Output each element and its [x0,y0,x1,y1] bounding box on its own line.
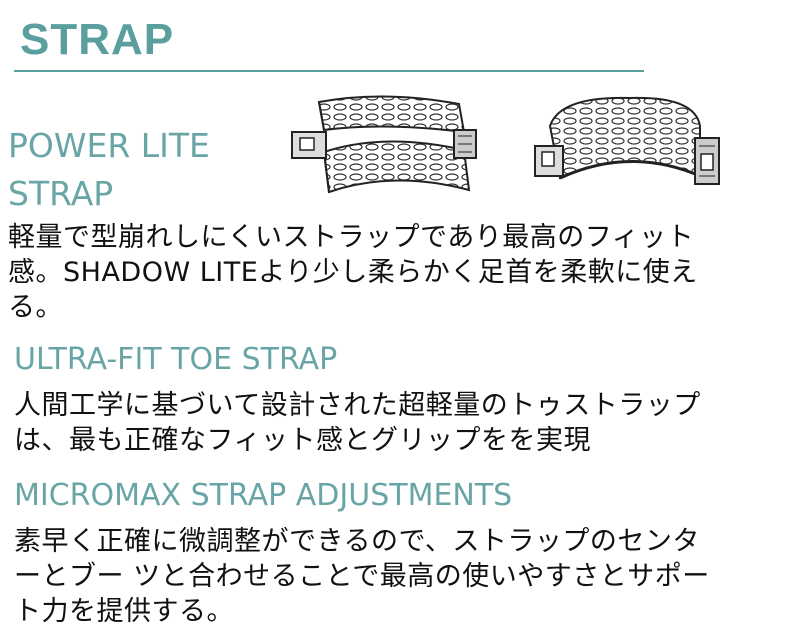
power-lite-strap-description: 軽量で型崩れしにくいストラップであり最高のフィット 感。SHADOW LITEよ… [8,220,793,325]
power-lite-strap-heading-line1: POWER LITE [8,126,210,165]
description-line: ト力を提供する。 [14,596,234,627]
description-line: る。 [8,292,63,323]
description-line: ーとブー ツと合わせることで最高の使いやすさとサポー [14,561,710,592]
power-lite-strap-heading-line2: STRAP [8,174,114,213]
description-line: 人間工学に基づいて設計された超軽量のトゥストラップ [14,390,701,421]
micromax-strap-adjustments-heading: MICROMAX STRAP ADJUSTMENTS [14,478,513,513]
strap-front-image [291,95,477,194]
description-line: 素早く正確に微調整ができるので、ストラップのセンタ [14,526,700,557]
strap-side-image [534,96,720,185]
micromax-strap-adjustments-description: 素早く正確に微調整ができるので、ストラップのセンタ ーとブー ツと合わせることで… [14,524,794,629]
description-line: は、最も正確なフィット感とグリップをを実現 [14,425,591,456]
ultra-fit-toe-strap-heading: ULTRA-FIT TOE STRAP [14,342,338,377]
section-title: STRAP [20,15,175,64]
description-line: 感。SHADOW LITEより少し柔らかく足首を柔軟に使え [8,257,698,288]
title-divider [14,70,644,72]
ultra-fit-toe-strap-description: 人間工学に基づいて設計された超軽量のトゥストラップ は、最も正確なフィット感とグ… [14,388,794,458]
description-line: 軽量で型崩れしにくいストラップであり最高のフィット [8,222,695,253]
